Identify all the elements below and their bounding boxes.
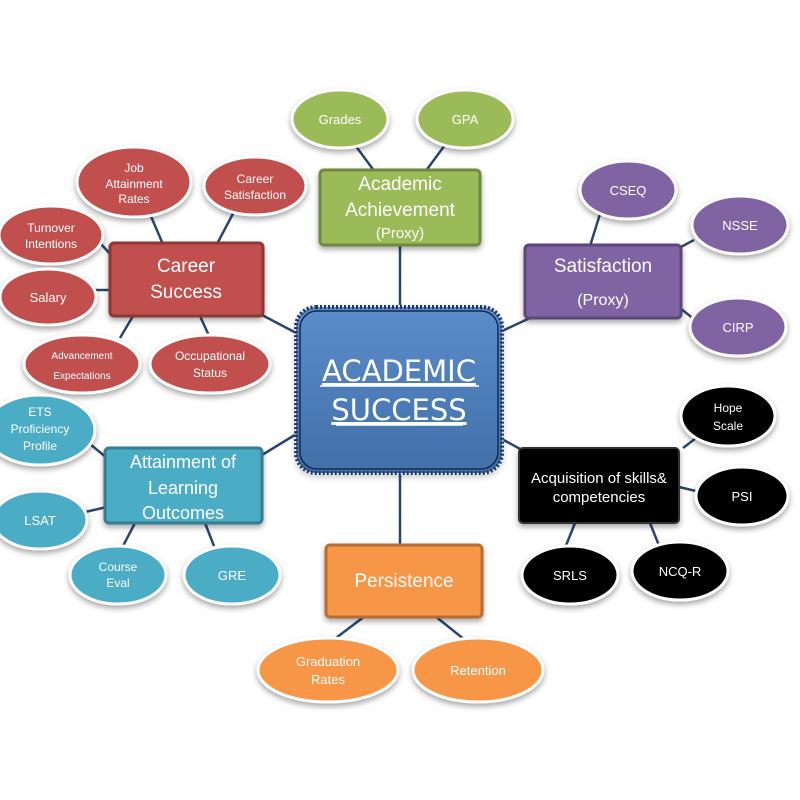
srls-label: SRLS xyxy=(553,568,587,583)
career-success-line2: Success xyxy=(150,282,222,303)
lsat-label: LSAT xyxy=(24,513,56,528)
job-attainment-line3: Rates xyxy=(118,192,149,206)
connector-gpa xyxy=(423,144,447,173)
career-success-line1: Career xyxy=(157,256,216,277)
retention-label: Retention xyxy=(450,663,506,678)
academic-achievement-box xyxy=(318,168,482,247)
connector-gre xyxy=(203,522,216,547)
center-title-line1: ACADEMIC xyxy=(322,354,476,388)
satisfaction-branch: Satisfaction (Proxy) CSEQ NSSE CIRP xyxy=(523,159,790,358)
turnover-intentions-line2: Intentions xyxy=(25,237,77,251)
learning-outcomes-line2: Learning xyxy=(148,478,218,498)
hope-scale-line2: Scale xyxy=(713,419,743,433)
occupational-status-node xyxy=(148,333,272,395)
connector-center-career xyxy=(261,313,301,337)
ets-line1: ETS xyxy=(28,405,51,419)
connector-center-satisfaction xyxy=(499,316,531,334)
ets-line2: Proficiency xyxy=(11,422,70,436)
grades-node xyxy=(290,88,390,150)
course-eval-line1: Course xyxy=(99,560,138,574)
grades-label: Grades xyxy=(319,112,362,127)
connector-lsat xyxy=(84,505,108,514)
center-node: ACADEMIC SUCCESS xyxy=(294,305,504,475)
salary-label: Salary xyxy=(30,290,67,305)
nsse-node xyxy=(690,194,790,256)
gpa-label: GPA xyxy=(452,112,479,127)
skills-line1: Acquisition of skills& xyxy=(531,470,667,487)
cirp-label: CIRP xyxy=(722,320,753,335)
satisfaction-line1: Satisfaction xyxy=(554,256,652,277)
ncq-r-label: NCQ-R xyxy=(659,564,702,579)
connector-course-eval xyxy=(121,522,137,547)
connector-center-outcomes xyxy=(261,431,299,457)
turnover-intentions-line1: Turnover xyxy=(27,221,75,235)
salary-node xyxy=(0,267,98,327)
graduation-rates-node xyxy=(256,636,400,704)
persistence-box xyxy=(324,543,484,619)
course-eval-line2: Eval xyxy=(106,576,129,590)
ets-node xyxy=(0,393,97,467)
satisfaction-box xyxy=(523,243,683,320)
advancement-expectations-line1: Advancement xyxy=(51,351,112,362)
persistence-branch: Persistence Graduation Rates Retention xyxy=(256,543,545,704)
ets-line3: Profile xyxy=(23,439,57,453)
connector-job-attainment xyxy=(148,213,164,243)
academic-achievement-branch: Academic Achievement (Proxy) Grades GPA xyxy=(290,88,515,247)
academic-achievement-line3: (Proxy) xyxy=(376,225,424,242)
learning-outcomes-branch: Attainment of Learning Outcomes ETS Prof… xyxy=(0,393,282,606)
center-title-line2: SUCCESS xyxy=(331,393,466,427)
connector-cseq xyxy=(588,213,602,247)
advancement-expectations-node xyxy=(22,333,142,395)
occupational-status-line1: Occupational xyxy=(175,349,245,363)
srls-node xyxy=(520,544,620,606)
job-attainment-line1: Job xyxy=(124,161,144,175)
graduation-rates-line1: Graduation xyxy=(296,654,360,669)
gre-label: GRE xyxy=(218,568,247,583)
connector-srls xyxy=(563,522,577,549)
career-satisfaction-line1: Career xyxy=(237,172,274,186)
psi-label: PSI xyxy=(732,489,753,504)
learning-outcomes-line3: Outcomes xyxy=(142,503,224,523)
advancement-expectations-line2: Expectations xyxy=(53,371,110,382)
career-success-box xyxy=(108,241,265,318)
connector-advancement xyxy=(118,315,135,339)
career-success-branch: Career Success Job Attainment Rates Care… xyxy=(0,145,308,395)
retention-node xyxy=(411,636,545,704)
skills-line2: competencies xyxy=(553,489,646,506)
occupational-status-line2: Status xyxy=(193,366,227,380)
academic-achievement-line1: Academic xyxy=(358,174,441,195)
gpa-node xyxy=(415,88,515,150)
psi-node xyxy=(694,465,790,527)
gre-node xyxy=(182,544,282,606)
lsat-node xyxy=(0,489,89,551)
skills-branch: Acquisition of skills& competencies Hope… xyxy=(518,384,790,606)
hope-scale-line1: Hope xyxy=(714,401,743,415)
center-box xyxy=(294,305,504,475)
job-attainment-line2: Attainment xyxy=(105,177,163,191)
course-eval-node xyxy=(68,544,168,606)
learning-outcomes-line1: Attainment of xyxy=(130,452,237,472)
job-attainment-node xyxy=(75,145,193,219)
graduation-rates-line2: Rates xyxy=(311,672,345,687)
hope-scale-node xyxy=(679,384,777,448)
cseq-label: CSEQ xyxy=(610,183,647,198)
nsse-label: NSSE xyxy=(722,218,758,233)
persistence-line1: Persistence xyxy=(354,571,453,592)
career-satisfaction-node xyxy=(202,155,308,217)
academic-achievement-line2: Achievement xyxy=(345,200,456,221)
cirp-node xyxy=(688,296,788,358)
learning-outcomes-box xyxy=(103,446,264,525)
career-satisfaction-line2: Satisfaction xyxy=(224,188,286,202)
connector-grades xyxy=(353,144,377,173)
satisfaction-line2: (Proxy) xyxy=(577,292,629,309)
ncq-r-node xyxy=(630,540,730,602)
cseq-node xyxy=(578,159,678,221)
skills-box xyxy=(518,447,680,524)
turnover-intentions-node xyxy=(0,204,105,266)
